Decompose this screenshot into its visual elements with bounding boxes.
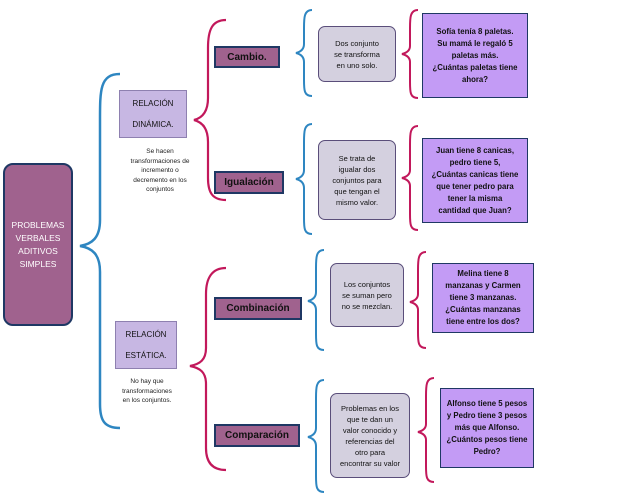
relation-dynamic-title: RELACIÓN [132, 99, 174, 108]
dynamic-brace [193, 18, 227, 202]
brace-ex-3 [409, 251, 427, 349]
definition-comparacion-text: Problemas en los que te dan un valor con… [339, 403, 401, 468]
definition-igualacion-text: Se trata de igualar dos conjuntos para q… [332, 153, 382, 207]
brace-def-1 [295, 9, 313, 97]
brace-ex-2 [401, 125, 419, 231]
static-brace [189, 266, 227, 472]
example-cambio: Sofía tenía 8 paletas. Su mamá le regaló… [422, 13, 528, 98]
root-brace [79, 72, 121, 430]
example-combinacion: Melina tiene 8 manzanas y Carmen tiene 3… [432, 263, 534, 333]
category-cambio-label: Cambio. [227, 51, 267, 63]
relation-dynamic-note: Se hacen transformaciones de incremento … [130, 148, 190, 193]
brace-def-4 [307, 379, 325, 493]
definition-combinacion: Los conjuntos se suman pero no se mezcla… [330, 263, 404, 327]
definition-comparacion: Problemas en los que te dan un valor con… [330, 393, 410, 478]
definition-combinacion-text: Los conjuntos se suman pero no se mezcla… [341, 279, 393, 311]
root-node: PROBLEMAS VERBALES ADITIVOS SIMPLES [3, 163, 73, 326]
category-comparacion-label: Comparación [225, 430, 289, 441]
definition-igualacion: Se trata de igualar dos conjuntos para q… [318, 140, 396, 220]
example-igualacion: Juan tiene 8 canicas, pedro tiene 5, ¿Cu… [422, 138, 528, 223]
example-comparacion-text: Alfonso tiene 5 pesos y Pedro tiene 3 pe… [446, 399, 528, 456]
example-combinacion-text: Melina tiene 8 manzanas y Carmen tiene 3… [445, 269, 521, 326]
brace-def-3 [307, 249, 325, 351]
relation-dynamic-box: RELACIÓN DINÁMICA. [119, 90, 187, 138]
relation-dynamic-subtitle: DINÁMICA. [132, 120, 174, 129]
brace-def-2 [295, 123, 313, 235]
definition-cambio-text: Dos conjunto se transforma en uno solo. [334, 38, 380, 70]
brace-ex-4 [417, 377, 435, 483]
category-igualacion: Igualación [214, 171, 284, 194]
relation-static-title: RELACIÓN [125, 330, 167, 339]
category-cambio: Cambio. [214, 46, 280, 68]
brace-ex-1 [401, 9, 419, 99]
category-igualacion-label: Igualación [224, 177, 274, 188]
example-comparacion: Alfonso tiene 5 pesos y Pedro tiene 3 pe… [440, 388, 534, 468]
category-comparacion: Comparación [214, 424, 300, 447]
relation-static-box: RELACIÓN ESTÁTICA. [115, 321, 177, 369]
example-cambio-text: Sofía tenía 8 paletas. Su mamá le regaló… [432, 26, 518, 84]
relation-static-note: No hay que transformaciones en los conju… [122, 378, 172, 404]
category-combinacion: Combinación [214, 297, 302, 320]
category-combinacion-label: Combinación [226, 303, 290, 314]
definition-cambio: Dos conjunto se transforma en uno solo. [318, 26, 396, 82]
example-igualacion-text: Juan tiene 8 canicas, pedro tiene 5, ¿Cu… [431, 145, 519, 215]
root-label: PROBLEMAS VERBALES ADITIVOS SIMPLES [11, 219, 65, 269]
relation-static-subtitle: ESTÁTICA. [125, 351, 167, 360]
